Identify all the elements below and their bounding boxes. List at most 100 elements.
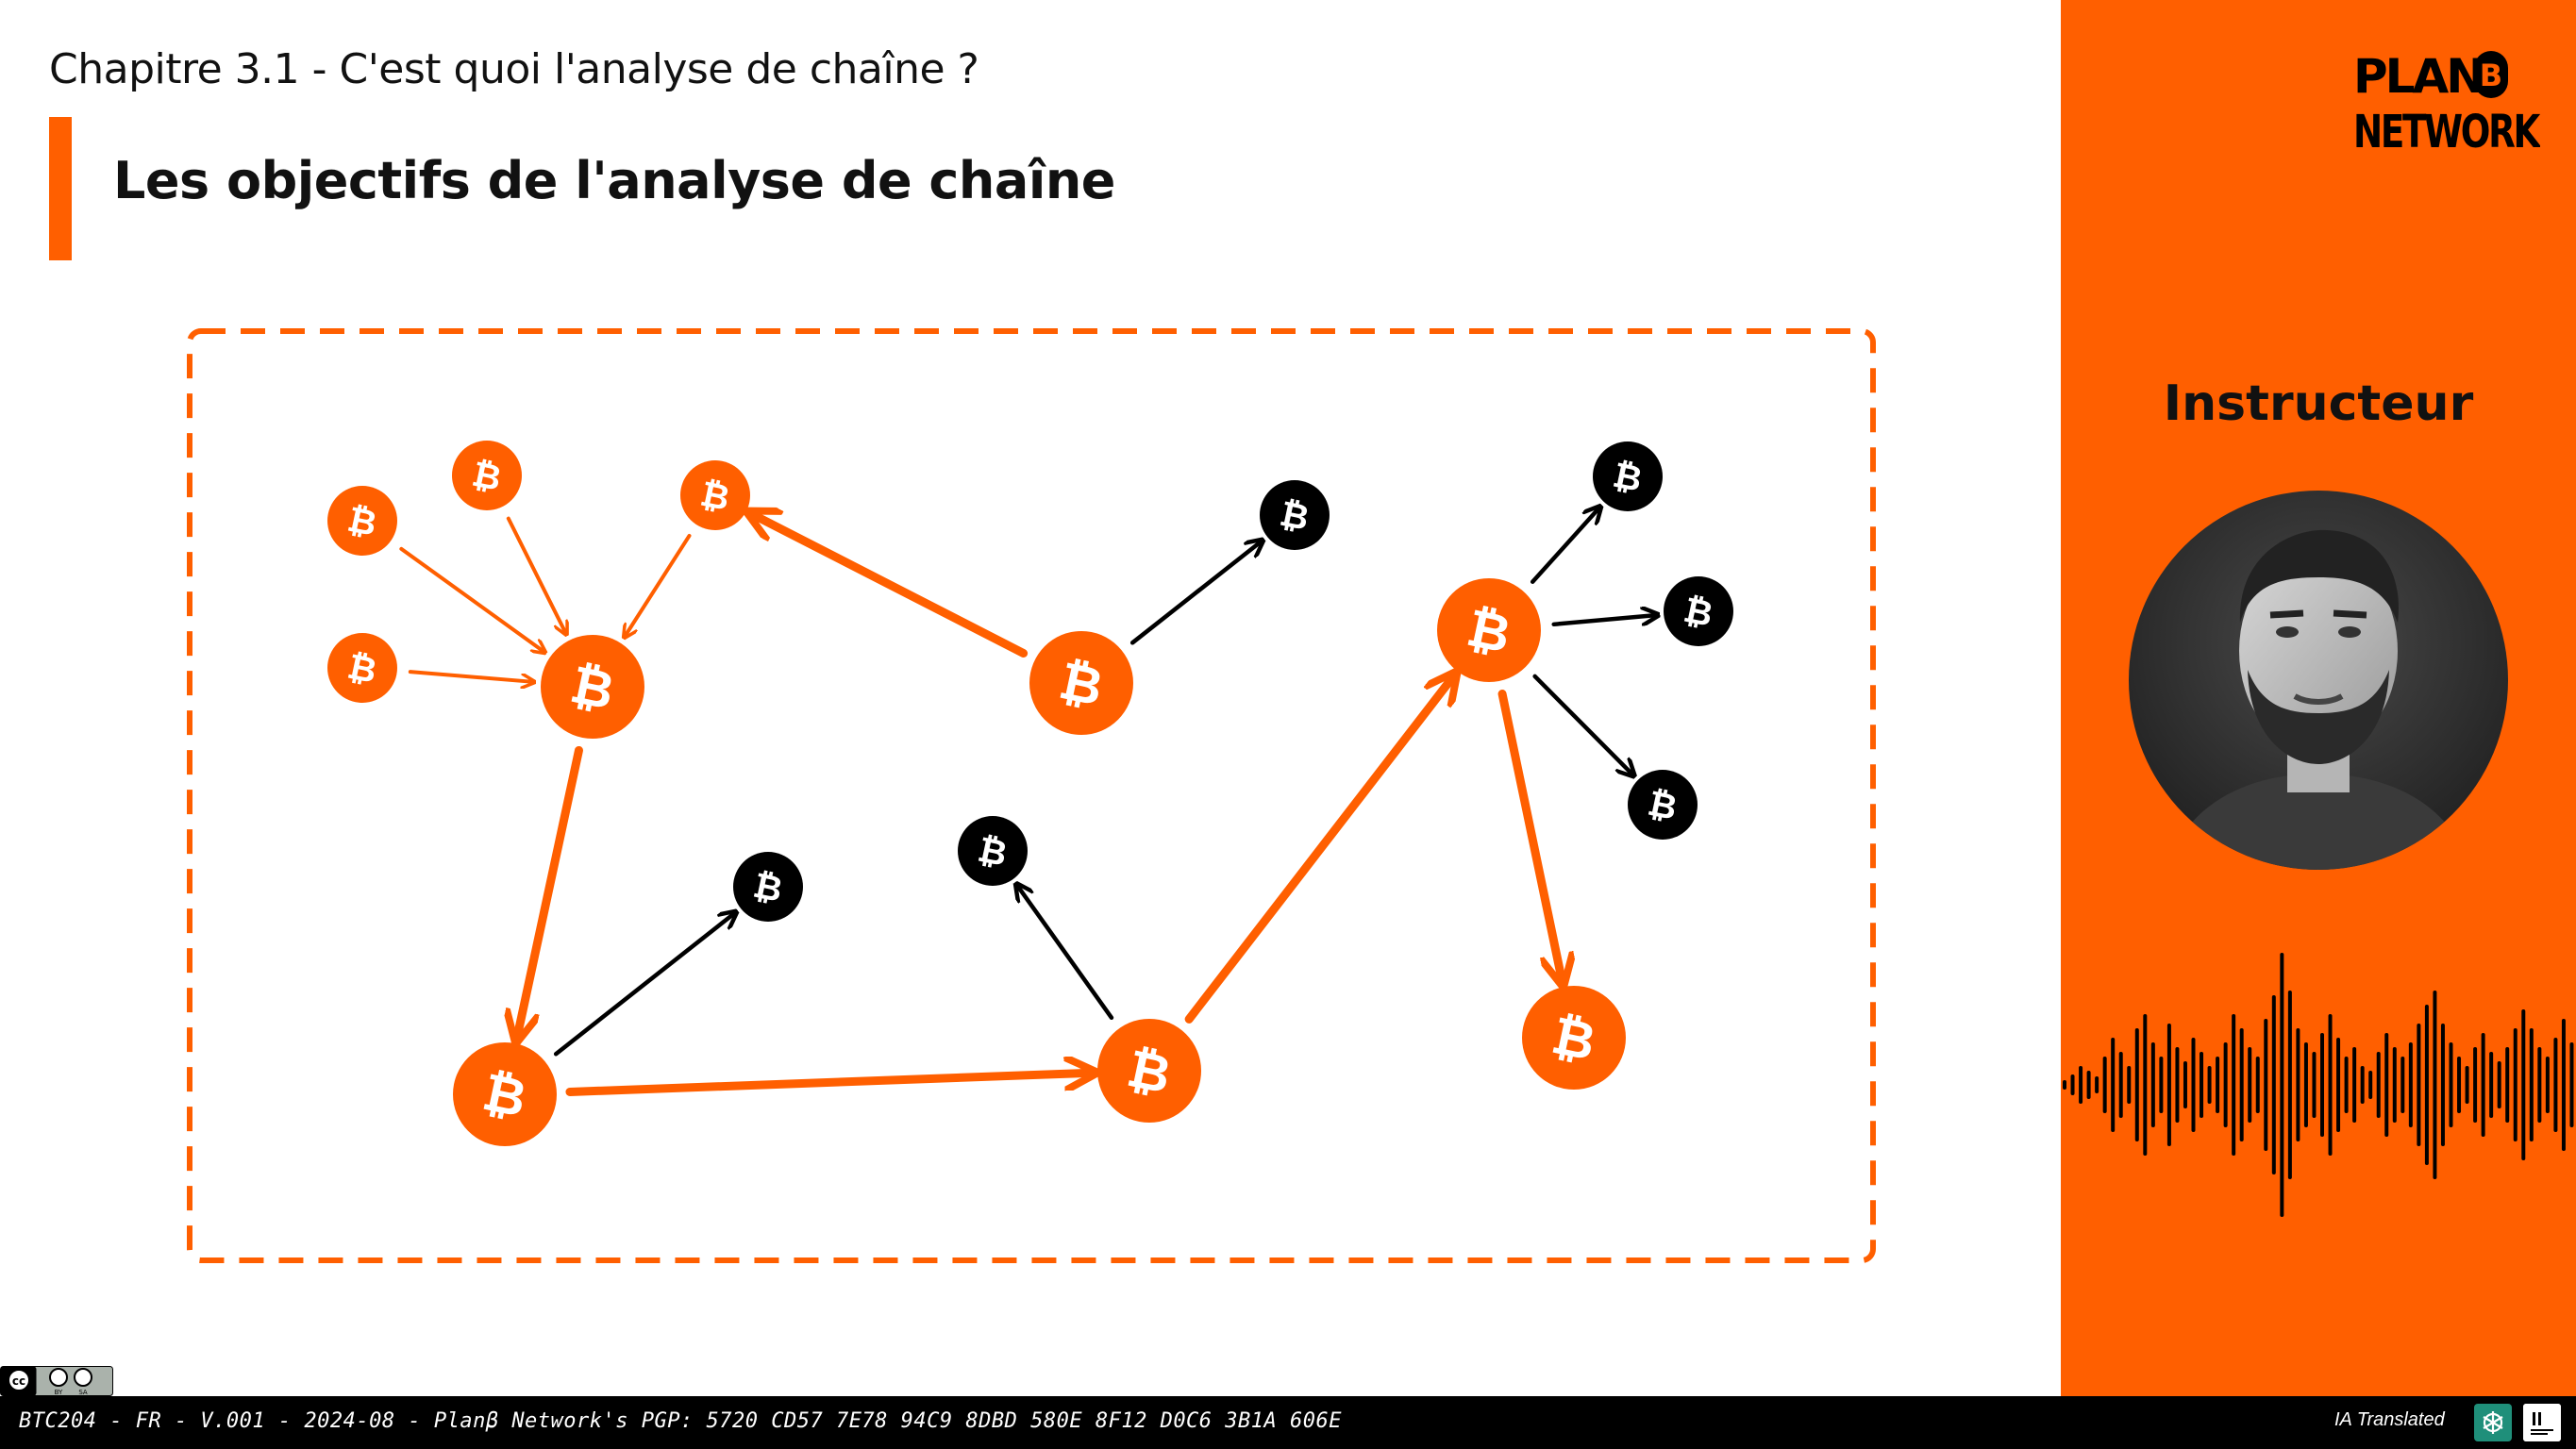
- transaction-nodes: ₿₿₿₿₿₿₿₿₿₿₿₿₿₿₿₿: [327, 441, 1733, 1146]
- logo-line-2: NETWORK: [2353, 106, 2540, 158]
- waveform-bar: [2127, 1066, 2132, 1104]
- waveform-bar: [2440, 1024, 2445, 1146]
- edge-low1-to-low2: [565, 1073, 1088, 1096]
- bitcoin-node-hub1: ₿: [541, 635, 644, 739]
- waveform-bar: [2070, 1074, 2075, 1095]
- waveform-bar: [2063, 1080, 2066, 1090]
- waveform-bar: [2296, 1028, 2300, 1141]
- waveform-bar: [2545, 1057, 2550, 1113]
- edge-a4-to-hub1: [408, 670, 531, 682]
- bitcoin-node-blk1: ₿: [1260, 480, 1330, 550]
- footer-version-pgp-text: BTC204 - FR - V.001 - 2024-08 - Planβ Ne…: [19, 1409, 1343, 1433]
- bitcoin-node-mid1: ₿: [1029, 631, 1133, 735]
- transaction-edges: [399, 509, 1654, 1096]
- edge-low2-to-hub2: [1184, 678, 1451, 1024]
- bitcoin-node-blk5: ₿: [1664, 576, 1733, 646]
- waveform-bar: [2183, 1061, 2187, 1108]
- logo-b-glyph: B: [2480, 58, 2502, 93]
- waveform-bar: [2344, 1057, 2349, 1113]
- by-label: BY: [55, 1389, 63, 1396]
- waveform-bar: [2255, 1057, 2260, 1113]
- edge-hub2-to-out1: [1497, 690, 1562, 978]
- waveform-bar: [2449, 1042, 2453, 1127]
- waveform-bar: [2481, 1033, 2485, 1137]
- waveform-bar: [2200, 1052, 2204, 1118]
- waveform-bar: [2118, 1052, 2123, 1118]
- instructor-photo: [2129, 491, 2508, 870]
- logo-line-1: PLAN: [2353, 49, 2483, 104]
- edge-hub2-to-blk4: [1530, 509, 1597, 585]
- footer-bar: BTC204 - FR - V.001 - 2024-08 - Planβ Ne…: [0, 1396, 2576, 1449]
- bitcoin-node-blk3: ₿: [958, 816, 1028, 886]
- eleven-labs-logo-icon: [2523, 1404, 2561, 1441]
- bitcoin-node-hub2: ₿: [1437, 578, 1541, 682]
- chapter-heading: Chapitre 3.1 - C'est quoi l'analyse de c…: [49, 45, 979, 93]
- edge-low2-to-blk3: [1018, 887, 1114, 1021]
- bitcoin-node-blk2: ₿: [733, 852, 803, 922]
- waveform-bar: [2223, 1042, 2228, 1127]
- edge-hub2-to-blk6: [1532, 674, 1631, 774]
- waveform-bar: [2384, 1033, 2389, 1137]
- edge-a2-to-hub1: [506, 516, 565, 632]
- waveform-bar: [2232, 1014, 2236, 1156]
- waveform-bar: [2216, 1057, 2220, 1113]
- waveform-bar: [2336, 1038, 2341, 1132]
- waveform-bar: [2457, 1057, 2462, 1113]
- edge-hub2-to-blk5: [1551, 615, 1654, 627]
- bitcoin-node-out1: ₿: [1522, 986, 1626, 1090]
- waveform-bar: [2111, 1038, 2116, 1132]
- waveform-bar: [2400, 1057, 2405, 1113]
- waveform-bar: [2561, 1019, 2566, 1151]
- edge-a1-to-hub1: [399, 546, 543, 651]
- waveform-bar: [2191, 1038, 2196, 1132]
- waveform-bar: [2079, 1066, 2083, 1104]
- waveform-bar: [2166, 1024, 2171, 1146]
- waveform-bar: [2376, 1052, 2381, 1118]
- waveform-bar: [2320, 1033, 2324, 1137]
- edge-a3-to-hub1: [626, 533, 692, 635]
- waveform-bar: [2159, 1057, 2164, 1113]
- bitcoin-node-low1: ₿: [453, 1042, 557, 1146]
- waveform-bar: [2303, 1042, 2308, 1127]
- edge-hub1-to-low1: [518, 745, 583, 1034]
- waveform-bar: [2086, 1071, 2091, 1099]
- cc-by-sa-license-badge: cc BY SA: [0, 1366, 113, 1396]
- edge-low1-to-blk2: [553, 914, 733, 1057]
- waveform-bar: [2150, 1042, 2155, 1127]
- waveform-bar: [2489, 1052, 2494, 1118]
- openai-logo-icon: [2474, 1404, 2512, 1441]
- waveform-bar: [2417, 1024, 2421, 1146]
- waveform-bar: [2513, 1028, 2517, 1141]
- bitcoin-node-a3: ₿: [680, 460, 750, 530]
- waveform-bar: [2505, 1047, 2510, 1123]
- instructor-label: Instructeur: [2163, 375, 2474, 432]
- waveform-bars: [2063, 953, 2574, 1217]
- waveform-bar: [2287, 991, 2292, 1179]
- waveform-bar: [2280, 953, 2284, 1217]
- ai-translated-label: IA Translated: [2334, 1409, 2445, 1430]
- waveform-bar: [2537, 1047, 2542, 1123]
- waveform-bar: [2248, 1047, 2252, 1123]
- edge-mid1-to-a3: [755, 515, 1029, 658]
- waveform-bar: [2569, 1042, 2574, 1127]
- waveform-bar: [2239, 1028, 2244, 1141]
- plan-b-network-logo: PLAN B NETWORK: [2353, 49, 2540, 158]
- waveform-bar: [2408, 1042, 2413, 1127]
- slide-title: Les objectifs de l'analyse de chaîne: [113, 151, 1115, 210]
- waveform-bar: [2143, 1014, 2148, 1156]
- transaction-graph-diagram: ₿₿₿₿₿₿₿₿₿₿₿₿₿₿₿₿: [187, 328, 1876, 1263]
- waveform-bar: [2134, 1028, 2139, 1141]
- waveform-bar: [2095, 1076, 2099, 1093]
- waveform-bar: [2497, 1061, 2501, 1108]
- bitcoin-node-a1: ₿: [327, 486, 397, 556]
- waveform-bar: [2529, 1028, 2534, 1141]
- waveform-bar: [2360, 1066, 2365, 1104]
- waveform-bar: [2271, 995, 2276, 1174]
- bitcoin-node-low2: ₿: [1097, 1019, 1201, 1123]
- sa-label: SA: [78, 1389, 88, 1396]
- waveform-bar: [2328, 1014, 2333, 1156]
- title-accent-bar: [49, 117, 72, 260]
- waveform-bar: [2433, 991, 2437, 1179]
- waveform-bar: [2352, 1047, 2357, 1123]
